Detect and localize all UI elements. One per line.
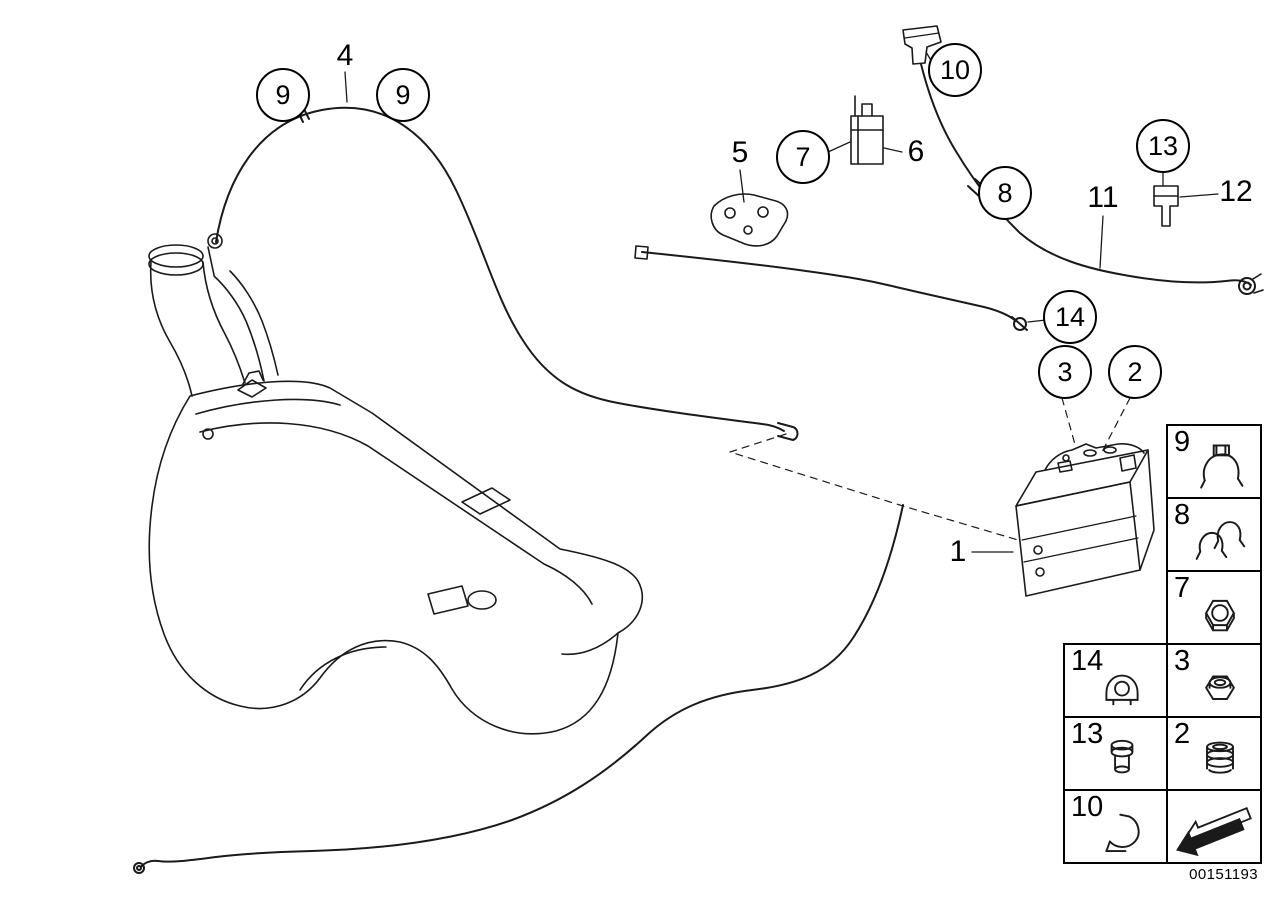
fuel-feed-line (634, 245, 1028, 331)
line-clip-icon (1104, 674, 1139, 705)
callout-9-right[interactable]: 9 (376, 68, 430, 122)
hose-clamp-icon (1200, 443, 1244, 489)
lock-nut-icon (1205, 675, 1235, 700)
callout-11[interactable]: 11 (1087, 181, 1118, 215)
holder-clip-icon (1104, 813, 1140, 852)
legend-label: 9 (1174, 426, 1191, 458)
legend-cell-9[interactable]: 9 (1166, 424, 1262, 499)
callout-7[interactable]: 7 (776, 130, 830, 184)
return-line (133, 504, 904, 874)
legend-cell-10[interactable]: 10 (1063, 789, 1168, 864)
filler-neck (148, 233, 279, 397)
legend-cell-arrow[interactable] (1166, 789, 1262, 864)
callout-9-left[interactable]: 9 (256, 68, 310, 122)
callout-label: 10 (939, 54, 971, 85)
clip-bracket (850, 95, 884, 165)
expansion-rivet-icon (1110, 739, 1133, 773)
legend-cell-14[interactable]: 14 (1063, 643, 1168, 718)
legend-label: 3 (1174, 645, 1191, 677)
callout-6[interactable]: 6 (908, 135, 925, 169)
callout-3[interactable]: 3 (1038, 345, 1092, 399)
grommet-icon (1206, 741, 1234, 774)
carbon-canister (1015, 443, 1155, 597)
callout-4[interactable]: 4 (337, 39, 354, 73)
legend-cell-7[interactable]: 7 (1166, 570, 1262, 645)
callout-10[interactable]: 10 (928, 43, 982, 97)
mounting-bracket (710, 193, 789, 247)
callout-5[interactable]: 5 (732, 136, 749, 170)
callout-12[interactable]: 12 (1219, 175, 1252, 209)
vent-line-right (902, 25, 1264, 295)
spring-clips-icon (1195, 520, 1246, 560)
callout-label: 6 (907, 135, 925, 168)
callout-label: 1 (949, 535, 967, 568)
callout-label: 2 (1127, 356, 1143, 387)
construction-lines (729, 397, 1131, 541)
callout-2[interactable]: 2 (1108, 345, 1162, 399)
legend-label: 13 (1071, 718, 1104, 750)
image-number: 00151193 (1189, 866, 1258, 883)
callout-8[interactable]: 8 (978, 166, 1032, 220)
legend-cell-3[interactable]: 3 (1166, 643, 1262, 718)
hex-nut-icon (1205, 599, 1235, 631)
legend-cell-2[interactable]: 2 (1166, 716, 1262, 791)
callout-label: 11 (1087, 181, 1119, 214)
callout-label: 4 (336, 39, 354, 72)
legend-label: 10 (1071, 791, 1104, 823)
legend-label: 2 (1174, 718, 1191, 750)
callout-label: 9 (275, 79, 291, 110)
legend-label: 14 (1071, 645, 1104, 677)
sensor-part (1153, 185, 1179, 227)
callout-label: 8 (997, 177, 1013, 208)
vent-line (215, 98, 799, 441)
legend-cell-8[interactable]: 8 (1166, 497, 1262, 572)
callout-label: 13 (1147, 130, 1179, 161)
callout-14[interactable]: 14 (1043, 290, 1097, 344)
callout-13[interactable]: 13 (1136, 119, 1190, 173)
legend-cell-13[interactable]: 13 (1063, 716, 1168, 791)
callout-label: 7 (795, 141, 811, 172)
callout-label: 14 (1054, 301, 1086, 332)
callout-label: 9 (395, 79, 411, 110)
legend-label: 8 (1174, 499, 1191, 531)
callout-label: 5 (731, 136, 749, 169)
callout-1[interactable]: 1 (950, 535, 967, 569)
direction-arrow-icon (1176, 806, 1252, 856)
fuel-tank (148, 370, 643, 735)
callout-label: 3 (1057, 356, 1073, 387)
legend-label: 7 (1174, 572, 1191, 604)
callout-label: 12 (1219, 175, 1253, 208)
